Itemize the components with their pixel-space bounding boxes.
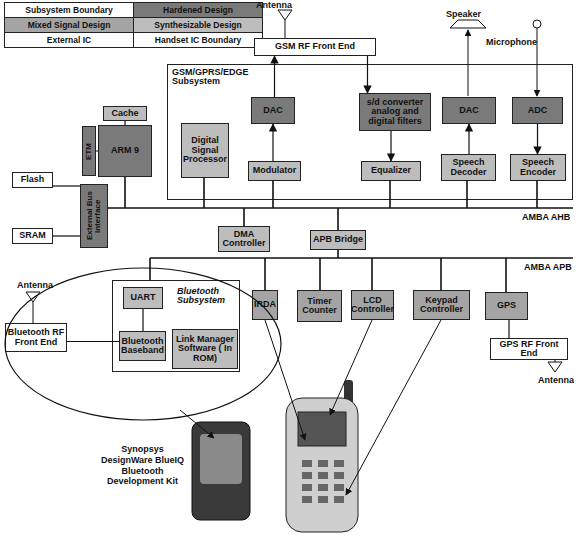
block-box: Bluetooth RF Front End — [5, 323, 67, 352]
block-label: DAC — [263, 106, 283, 115]
text-label: Antenna — [538, 375, 574, 385]
block-box: Cache — [103, 106, 147, 121]
block-box: UART — [123, 287, 163, 309]
legend-text: External IC — [47, 35, 91, 45]
text-label: Antenna — [17, 280, 53, 290]
text-label: Speaker — [446, 9, 481, 19]
subsystem-box: GSM/GPRS/EDGE SubsystemDigital Signal Pr… — [167, 64, 573, 200]
block-label: DMA Controller — [219, 230, 269, 249]
block-box: LCD Controller — [351, 290, 394, 320]
block-box: DMA Controller — [218, 226, 270, 252]
block-box: Speech Decoder — [441, 154, 496, 181]
legend-text: Subsystem Boundary — [25, 5, 112, 15]
audio-wires — [468, 28, 537, 96]
connector — [390, 131, 391, 161]
subsystem-title: GSM/GPRS/EDGE Subsystem — [172, 68, 262, 87]
connector — [274, 56, 275, 97]
block-box: Equalizer — [361, 161, 421, 181]
block-box: Timer Counter — [297, 290, 342, 322]
connector — [142, 309, 143, 331]
block-label: GPS RF Front End — [491, 340, 567, 359]
block-box: DAC — [442, 97, 496, 124]
block-box: Bluetooth Baseband — [119, 331, 166, 361]
block-label: Keypad Controller — [414, 296, 469, 315]
block-label: APB Bridge — [313, 235, 363, 244]
block-box: Flash — [12, 172, 53, 188]
speaker-microphone — [450, 20, 541, 28]
block-label: Equalizer — [371, 166, 411, 175]
block-box: ADC — [512, 97, 563, 124]
block-label: DAC — [459, 106, 479, 115]
connector — [537, 124, 538, 154]
legend-swatch: External IC — [4, 32, 134, 48]
block-label: External Bus Interface — [86, 185, 102, 247]
connector — [367, 56, 368, 93]
subsystem-box: Bluetooth Subsystem UART Bluetooth Baseban… — [112, 280, 240, 372]
block-box: ARM 9 — [98, 125, 152, 177]
block-box: GPS — [485, 292, 528, 320]
block-box: ETM — [82, 126, 96, 176]
legend-text: Synthesizable Design — [154, 20, 241, 30]
block-box: SRAM — [12, 228, 53, 244]
block-box: GPS RF Front End — [490, 338, 568, 360]
block-label: UART — [131, 293, 156, 302]
text-label: Synopsys DesignWare BlueIQ Bluetooth Dev… — [100, 444, 185, 487]
legend-text: Mixed Signal Design — [28, 20, 111, 30]
devkit-illustration — [192, 422, 250, 520]
block-label: Digital Signal Processor — [182, 136, 228, 164]
bus-lines — [108, 177, 573, 292]
connector — [53, 185, 80, 186]
block-label: GSM RF Front End — [275, 42, 355, 51]
block-label: LCD Controller — [351, 296, 394, 315]
block-box: DAC — [251, 97, 295, 124]
text-label: AMBA AHB — [522, 212, 570, 222]
block-label: ADC — [528, 106, 548, 115]
block-box: Keypad Controller — [413, 290, 470, 320]
block-box: Digital Signal Processor — [181, 123, 229, 178]
legend-swatch: Mixed Signal Design — [4, 17, 134, 33]
legend-swatch: Hardened Design — [133, 2, 263, 18]
block-label: IRDA — [254, 300, 276, 309]
text-label: AMBA APB — [524, 262, 572, 272]
subsystem-title: Bluetooth Subsystem — [177, 287, 237, 306]
block-box: External Bus Interface — [80, 184, 108, 248]
block-label: GPS — [497, 301, 516, 310]
text-label: Microphone — [486, 37, 537, 47]
block-label: Bluetooth RF Front End — [6, 328, 66, 347]
connector — [53, 235, 80, 236]
block-label: Cache — [111, 109, 138, 118]
legend-swatch: Subsystem Boundary — [4, 2, 134, 18]
connector — [468, 124, 469, 154]
block-label: ETM — [85, 143, 93, 160]
block-box: Speech Encoder — [510, 154, 566, 181]
block-label: Timer Counter — [298, 297, 341, 316]
connector — [508, 320, 509, 338]
legend-swatch: Synthesizable Design — [133, 17, 263, 33]
legend-text: Handset IC Boundary — [155, 35, 241, 45]
bluetooth-highlight-ellipse — [5, 268, 281, 420]
text-label: Antenna — [256, 0, 292, 10]
block-label: Modulator — [253, 166, 297, 175]
block-box: APB Bridge — [310, 230, 366, 250]
connector — [272, 124, 273, 161]
legend-swatch: Handset IC Boundary — [133, 32, 263, 48]
block-label: Speech Encoder — [511, 158, 565, 177]
block-box: IRDA — [252, 290, 278, 320]
block-label: Link Manager Software ( In ROM) — [173, 335, 237, 363]
block-box: GSM RF Front End — [254, 38, 376, 56]
legend-text: Hardened Design — [163, 5, 233, 15]
block-box: Modulator — [248, 161, 301, 181]
block-label: ARM 9 — [111, 146, 139, 155]
block-label: Speech Decoder — [442, 158, 495, 177]
phone-illustration — [286, 380, 358, 532]
block-box: Link Manager Software ( In ROM) — [172, 329, 238, 369]
block-label: Bluetooth Baseband — [120, 337, 165, 356]
block-label: s/d converter analog and digital filters — [360, 98, 430, 126]
block-label: SRAM — [19, 231, 46, 240]
block-label: Flash — [21, 175, 45, 184]
block-box: s/d converter analog and digital filters — [359, 93, 431, 131]
